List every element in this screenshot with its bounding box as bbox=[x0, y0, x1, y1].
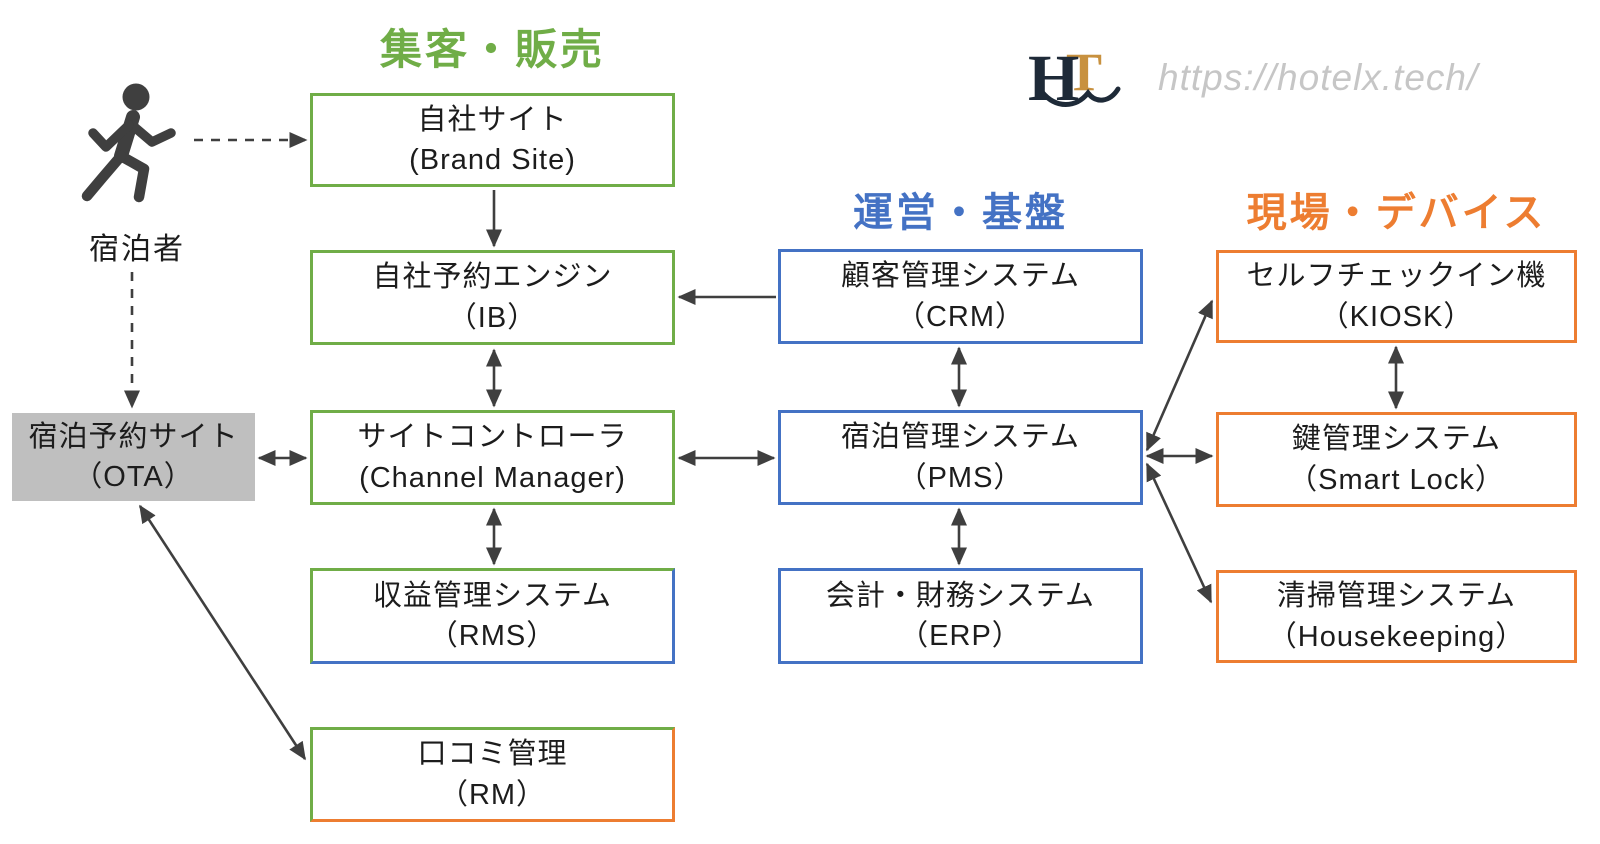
node-kiosk-subtitle: （KIOSK） bbox=[1319, 300, 1474, 333]
node-booking-engine-subtitle: （IB） bbox=[447, 301, 538, 334]
node-rms: 収益管理システム （RMS） bbox=[310, 568, 675, 664]
node-erp: 会計・財務システム （ERP） bbox=[778, 568, 1143, 664]
node-crm-subtitle: （CRM） bbox=[895, 300, 1026, 333]
logo-swash bbox=[1039, 86, 1121, 107]
node-smart-lock: 鍵管理システム （Smart Lock） bbox=[1216, 412, 1577, 507]
node-pms-subtitle: （PMS） bbox=[897, 461, 1024, 494]
group-header-operations: 運営・基盤 bbox=[853, 191, 1068, 235]
node-erp-subtitle: （ERP） bbox=[899, 620, 1022, 652]
node-booking-engine: 自社予約エンジン （IB） bbox=[310, 250, 675, 345]
node-brand-site: 自社サイト (Brand Site) bbox=[310, 93, 675, 187]
node-smart-lock-subtitle: （Smart Lock） bbox=[1288, 463, 1505, 496]
guest-actor-label: 宿泊者 bbox=[89, 233, 185, 266]
node-brand-site-title: 自社サイト bbox=[417, 103, 568, 136]
node-housekeeping-subtitle: （Housekeeping） bbox=[1267, 620, 1526, 653]
site-url: https://hotelx.tech/ bbox=[1158, 57, 1479, 98]
node-channel-manager-subtitle: (Channel Manager) bbox=[359, 461, 626, 494]
node-housekeeping-title: 清掃管理システム bbox=[1276, 580, 1517, 613]
guest-person-icon bbox=[81, 83, 176, 203]
node-kiosk-title: セルフチェックイン機 bbox=[1246, 260, 1547, 293]
node-review-management-title: 口コミ管理 bbox=[417, 738, 568, 771]
arrow-pms-housekeeping bbox=[1145, 462, 1213, 604]
logo-letter-t: T bbox=[1066, 42, 1102, 102]
node-channel-manager: サイトコントローラ (Channel Manager) bbox=[310, 410, 675, 505]
node-review-management: 口コミ管理 （RM） bbox=[310, 727, 675, 822]
node-kiosk: セルフチェックイン機 （KIOSK） bbox=[1216, 250, 1577, 343]
node-erp-title: 会計・財務システム bbox=[825, 579, 1096, 612]
arrow-ota-rm bbox=[138, 504, 307, 761]
arrow-pms-kiosk bbox=[1145, 299, 1214, 452]
node-pms: 宿泊管理システム （PMS） bbox=[778, 410, 1143, 505]
node-crm: 顧客管理システム （CRM） bbox=[778, 249, 1143, 344]
group-header-sales: 集客・販売 bbox=[379, 26, 605, 73]
node-crm-title: 顧客管理システム bbox=[840, 260, 1081, 293]
node-ota-title: 宿泊予約サイト bbox=[28, 420, 239, 453]
node-brand-site-subtitle: (Brand Site) bbox=[409, 144, 576, 176]
group-header-devices: 現場・デバイス bbox=[1246, 191, 1547, 235]
node-booking-engine-title: 自社予約エンジン bbox=[372, 261, 613, 294]
node-channel-manager-title: サイトコントローラ bbox=[357, 421, 628, 454]
node-smart-lock-title: 鍵管理システム bbox=[1291, 423, 1502, 456]
hotelx-logo: T H bbox=[1028, 42, 1121, 114]
node-rms-title: 収益管理システム bbox=[372, 579, 613, 612]
node-ota-subtitle: （OTA） bbox=[73, 461, 194, 493]
node-ota: 宿泊予約サイト （OTA） bbox=[12, 413, 255, 501]
node-housekeeping: 清掃管理システム （Housekeeping） bbox=[1216, 570, 1577, 663]
node-rms-subtitle: （RMS） bbox=[428, 620, 557, 652]
node-pms-title: 宿泊管理システム bbox=[840, 421, 1081, 454]
node-review-management-subtitle: （RM） bbox=[438, 778, 547, 811]
